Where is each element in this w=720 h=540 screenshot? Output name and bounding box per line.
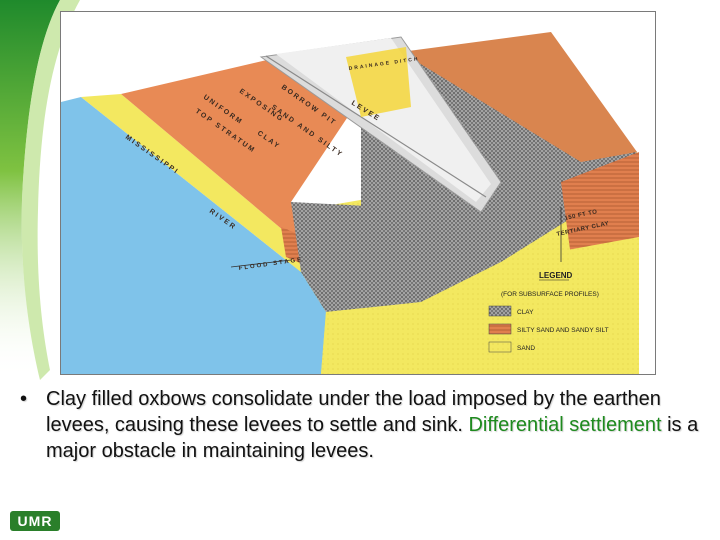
umr-logo: UMR xyxy=(10,511,60,531)
legend-item-sand: SAND xyxy=(517,345,535,352)
legend-swatch-silty-sand xyxy=(489,324,511,334)
levee-cross-section-figure: MISSISSIPPI RIVER FLOOD STAGE UNIFORM CL… xyxy=(60,11,656,375)
legend-swatch-clay xyxy=(489,306,511,316)
legend-swatch-sand xyxy=(489,342,511,352)
legend-item-silty-sand: SILTY SAND AND SANDY SILT xyxy=(517,327,609,334)
bullet-text: Clay filled oxbows consolidate under the… xyxy=(46,386,706,464)
bullet-symbol: • xyxy=(20,386,44,412)
legend-item-clay: CLAY xyxy=(517,309,534,316)
legend-subtitle: (FOR SUBSURFACE PROFILES) xyxy=(501,291,599,298)
highlight-differential-settlement: Differential settlement xyxy=(468,414,661,436)
levee-diagram: MISSISSIPPI RIVER FLOOD STAGE UNIFORM CL… xyxy=(61,12,655,374)
legend-title: LEGEND xyxy=(539,271,573,280)
